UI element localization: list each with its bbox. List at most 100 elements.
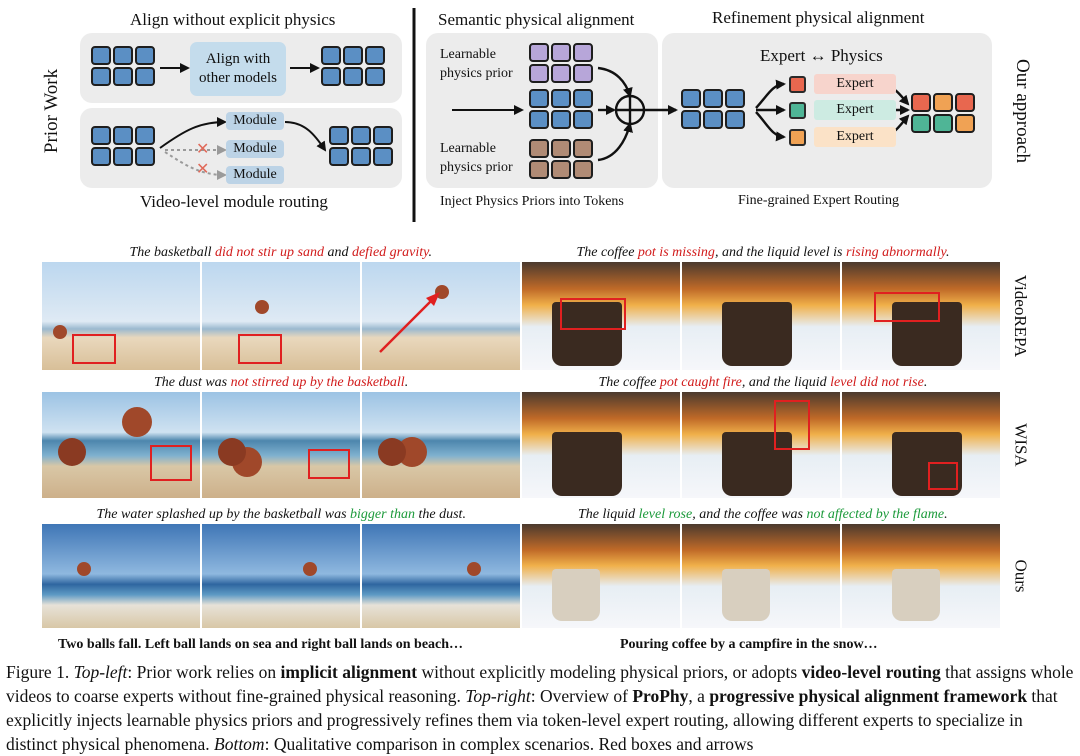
basketball	[303, 562, 317, 576]
left-row-caption: The basketball did not stir up sand and …	[130, 245, 433, 261]
coffee-frame	[842, 392, 1000, 498]
token-grid-refine-input	[681, 89, 745, 129]
coffee-cup	[722, 569, 770, 621]
caption-run: Bottom	[214, 734, 265, 754]
basketball-frame	[362, 524, 520, 628]
caption-segment: The coffee	[598, 375, 660, 390]
token-cell	[573, 160, 593, 179]
error-box	[72, 334, 116, 364]
svg-text:✕: ✕	[196, 159, 209, 178]
expert-token-orange	[789, 129, 806, 146]
module-box-1: Module	[226, 112, 284, 130]
token-grid-output-2	[329, 126, 393, 166]
learnable-prior-bottom-label: Learnable physics prior	[440, 141, 513, 175]
basketball	[58, 438, 86, 466]
caption-segment: rising abnormally	[845, 245, 946, 260]
expert-routed-grid	[911, 93, 975, 133]
caption-segment: .	[945, 245, 950, 260]
basketball-frame	[362, 262, 520, 370]
token-cell	[113, 147, 133, 166]
upper-left-title: Align without explicit physics	[130, 10, 336, 29]
token-cell	[135, 126, 155, 145]
token-cell	[573, 139, 593, 158]
token-cell	[113, 126, 133, 145]
token-cell	[725, 110, 745, 129]
method-label: VideoREPA	[1011, 274, 1031, 358]
token-cell	[343, 46, 363, 65]
coffee-cup	[892, 432, 962, 496]
caption-segment: not stirred up by the basketball	[230, 375, 405, 390]
token-cell	[681, 89, 701, 108]
token-cell	[573, 110, 593, 129]
semantic-alignment-title: Semantic physical alignment	[438, 10, 635, 29]
caption-segment: .	[404, 375, 409, 390]
figure-caption: Figure 1. Top-left: Prior work relies on…	[6, 660, 1076, 756]
token-cell	[551, 139, 571, 158]
gravity-error-arrow	[379, 292, 440, 353]
caption-run: , a	[688, 686, 710, 706]
left-row-caption: The dust was not stirred up by the baske…	[154, 375, 408, 391]
error-box	[150, 445, 192, 481]
caption-segment: not affected by the flame	[806, 507, 945, 522]
caption-segment: , and the liquid	[741, 375, 831, 390]
token-cell	[135, 147, 155, 166]
token-cell	[351, 147, 371, 166]
token-cell	[91, 126, 111, 145]
coffee-frame	[522, 392, 680, 498]
token-cell	[135, 46, 155, 65]
token-cell	[933, 93, 953, 112]
coffee-cup	[722, 432, 792, 496]
caption-segment: The liquid	[578, 507, 639, 522]
token-cell	[911, 114, 931, 133]
align-with-other-models-box: Align with other models	[190, 42, 286, 96]
expert-physics-label: Expert ↔ Physics	[760, 46, 883, 65]
method-label: Ours	[1011, 559, 1031, 593]
error-box	[928, 462, 958, 490]
token-cell	[551, 89, 571, 108]
caption-segment: level rose	[638, 507, 693, 522]
error-box	[560, 298, 626, 330]
token-cell	[351, 126, 371, 145]
token-cell	[113, 67, 133, 86]
caption-run: video-level routing	[801, 662, 941, 682]
token-cell	[91, 46, 111, 65]
token-grid-center	[529, 89, 593, 129]
caption-segment: , and the liquid level is	[714, 245, 846, 260]
caption-run: progressive physical alignment framework	[709, 686, 1028, 706]
caption-run: Top-left	[73, 662, 128, 682]
caption-segment: the dust.	[415, 507, 466, 522]
coffee-cup	[552, 569, 600, 621]
token-cell	[529, 160, 549, 179]
token-cell	[703, 110, 723, 129]
caption-segment: , and the coffee was	[692, 507, 807, 522]
token-cell	[329, 126, 349, 145]
basketball-frame	[42, 262, 200, 370]
basketball	[378, 438, 406, 466]
caption-segment: The basketball	[129, 245, 216, 260]
token-cell	[573, 43, 593, 62]
token-cell	[529, 43, 549, 62]
token-cell	[703, 89, 723, 108]
coffee-frame	[522, 524, 680, 628]
expert-token-red	[789, 76, 806, 93]
caption-segment: level did not rise	[830, 375, 924, 390]
caption-run: ProPhy	[632, 686, 689, 706]
caption-run: that assigns whole videos to coarse expe…	[6, 662, 1074, 706]
caption-run: : Overview of	[530, 686, 633, 706]
expert-box-2: Expert	[814, 100, 896, 120]
error-box	[308, 449, 350, 479]
fine-grained-routing-caption: Fine-grained Expert Routing	[738, 193, 899, 208]
coffee-frame	[842, 524, 1000, 628]
token-cell	[365, 67, 385, 86]
basketball-prompt: Two balls fall. Left ball lands on sea a…	[58, 637, 464, 652]
token-cell	[135, 67, 155, 86]
token-cell	[551, 110, 571, 129]
expert-token-green	[789, 102, 806, 119]
basketball	[122, 407, 152, 437]
caption-segment: defied gravity	[351, 245, 429, 260]
caption-segment: The coffee	[576, 245, 638, 260]
token-cell	[551, 64, 571, 83]
token-cell	[113, 46, 133, 65]
module-box-2: Module	[226, 140, 284, 158]
token-cell	[321, 67, 341, 86]
